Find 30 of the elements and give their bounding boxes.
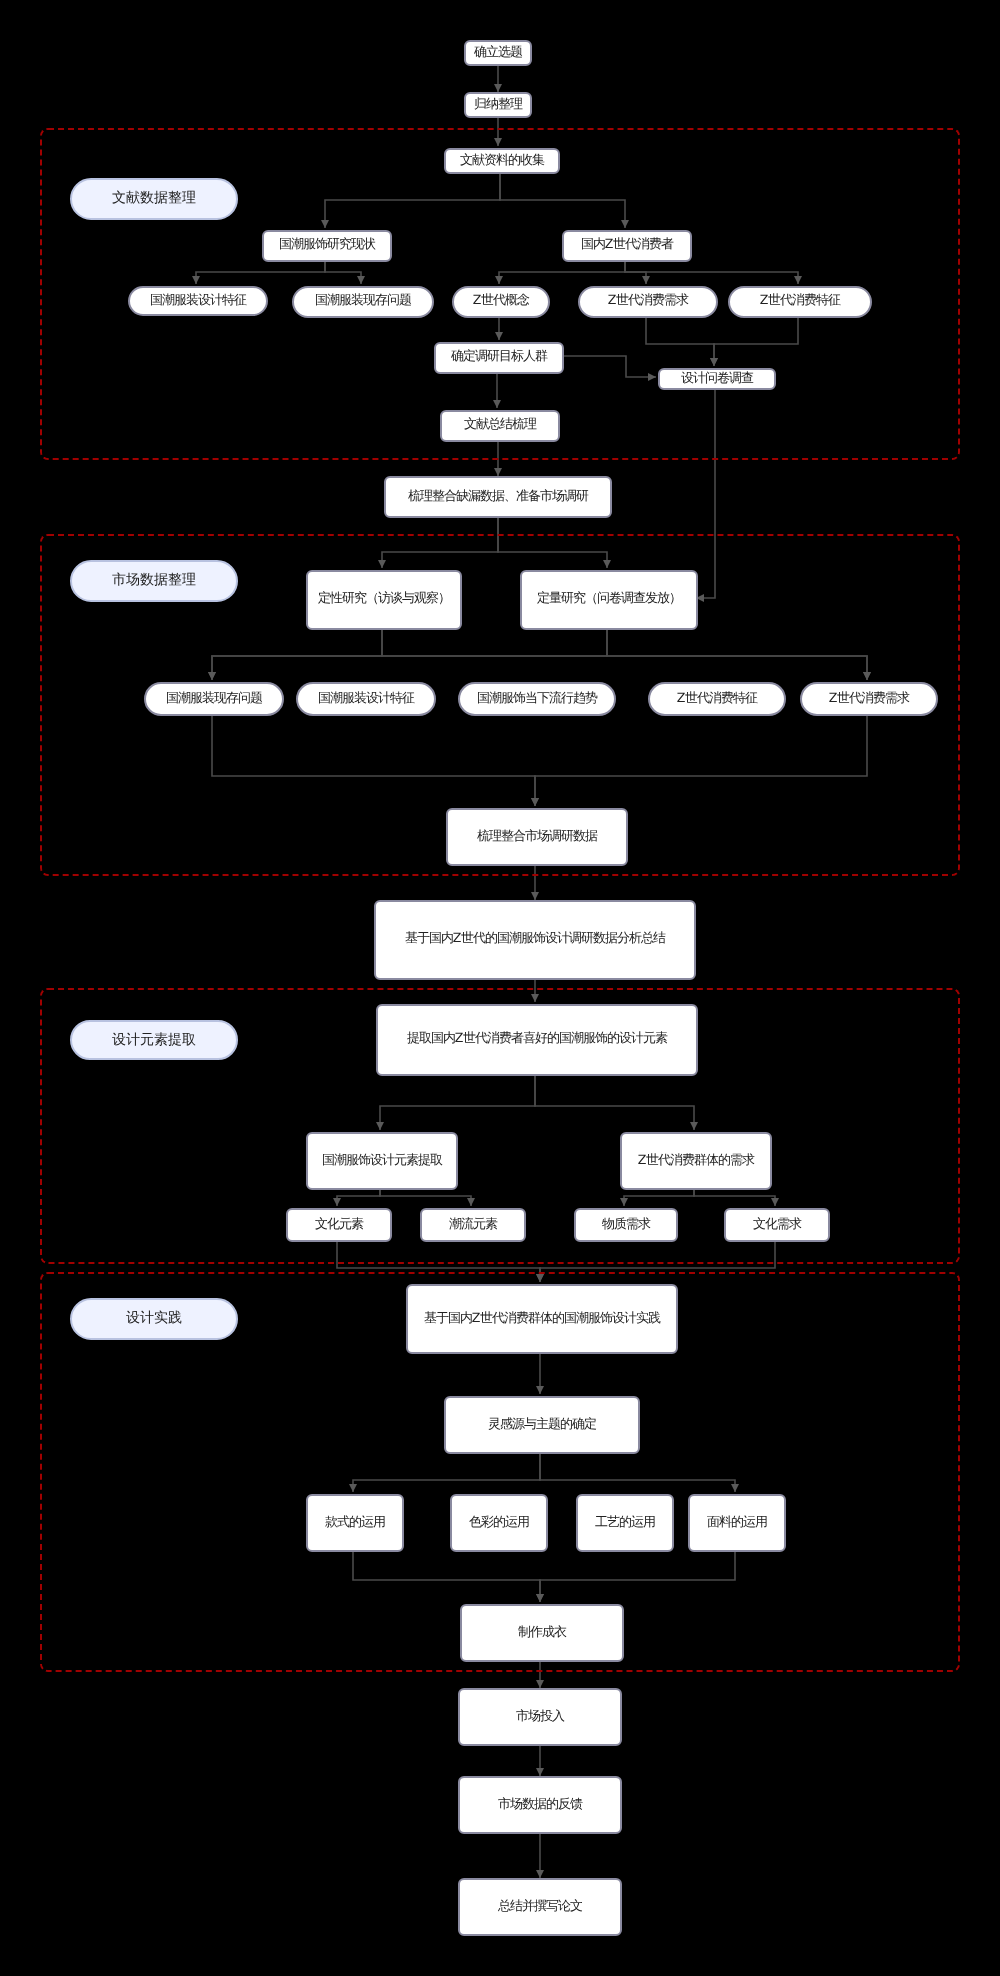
arrow	[536, 1659, 544, 1689]
arrow	[379, 1187, 475, 1207]
arrow	[536, 1351, 544, 1395]
dashed-group-frame	[40, 534, 960, 876]
arrow	[494, 439, 502, 477]
arrow	[536, 1239, 776, 1283]
arrow	[710, 315, 799, 367]
arrow	[693, 1187, 779, 1207]
arrow	[561, 355, 657, 381]
arrow	[494, 65, 502, 93]
arrow	[534, 1073, 698, 1131]
dashed-group-frame	[40, 128, 960, 460]
arrow	[494, 117, 502, 147]
arrow	[695, 387, 716, 602]
dashed-group-frame	[40, 1272, 960, 1672]
arrow	[536, 1745, 544, 1777]
arrow	[495, 315, 503, 341]
arrow	[324, 259, 365, 285]
arrow	[531, 713, 868, 807]
arrow	[531, 979, 539, 1003]
dashed-group-frame	[40, 988, 960, 1264]
arrow	[499, 171, 629, 229]
arrow	[536, 1833, 544, 1879]
arrow	[536, 1549, 736, 1603]
arrow	[497, 517, 611, 569]
arrow	[531, 863, 539, 901]
arrow	[606, 627, 871, 681]
arrow	[539, 1451, 739, 1493]
arrow	[624, 259, 802, 285]
arrow	[493, 371, 501, 409]
